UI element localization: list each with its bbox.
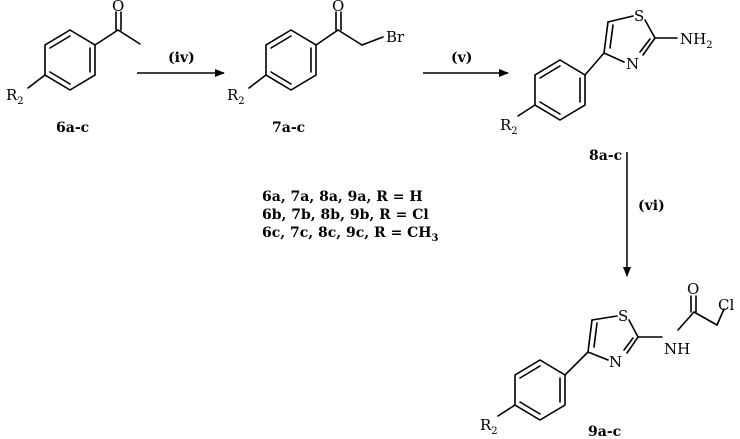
condition-iv: (iv) bbox=[168, 50, 195, 66]
compound-7-bromine: Br bbox=[386, 28, 405, 46]
compound-9-chlorine: Cl bbox=[718, 296, 734, 314]
legend-line-b: 6b, 7b, 8b, 9b, R = Cl bbox=[262, 207, 429, 223]
compound-8-sulfur: S bbox=[634, 7, 644, 25]
compound-9-carbonyl-oxygen: O bbox=[687, 280, 699, 298]
compound-7-structure bbox=[248, 11, 384, 91]
condition-vi: (vi) bbox=[638, 198, 665, 214]
compound-8-r-group: R2 bbox=[500, 116, 518, 137]
compound-9-structure bbox=[497, 295, 725, 421]
compound-7-carbonyl-oxygen: O bbox=[332, 0, 344, 15]
compound-6-carbonyl-oxygen: O bbox=[112, 0, 124, 15]
condition-v: (v) bbox=[451, 50, 472, 66]
compound-6-r-group: R2 bbox=[6, 86, 24, 107]
compound-8-nitrogen: N bbox=[626, 55, 639, 73]
compound-9-r-group: R2 bbox=[480, 416, 498, 437]
compound-9-nitrogen: N bbox=[609, 353, 622, 371]
compound-6-structure bbox=[27, 11, 141, 91]
compound-7-label: 7a-c bbox=[272, 120, 305, 136]
compound-9-sulfur: S bbox=[618, 307, 628, 325]
compound-7-r-group: R2 bbox=[227, 86, 245, 107]
legend-line-c: 6c, 7c, 8c, 9c, R = CH3 bbox=[262, 225, 439, 244]
compound-8-amino: NH2 bbox=[680, 30, 713, 51]
compound-8-structure bbox=[517, 15, 678, 121]
compound-9-amide-nh: NH bbox=[664, 340, 690, 358]
compound-9-label: 9a-c bbox=[588, 424, 621, 439]
compound-6-label: 6a-c bbox=[56, 120, 89, 136]
legend-line-a: 6a, 7a, 8a, 9a, R = H bbox=[262, 189, 423, 205]
compound-8-label: 8a-c bbox=[589, 148, 622, 164]
